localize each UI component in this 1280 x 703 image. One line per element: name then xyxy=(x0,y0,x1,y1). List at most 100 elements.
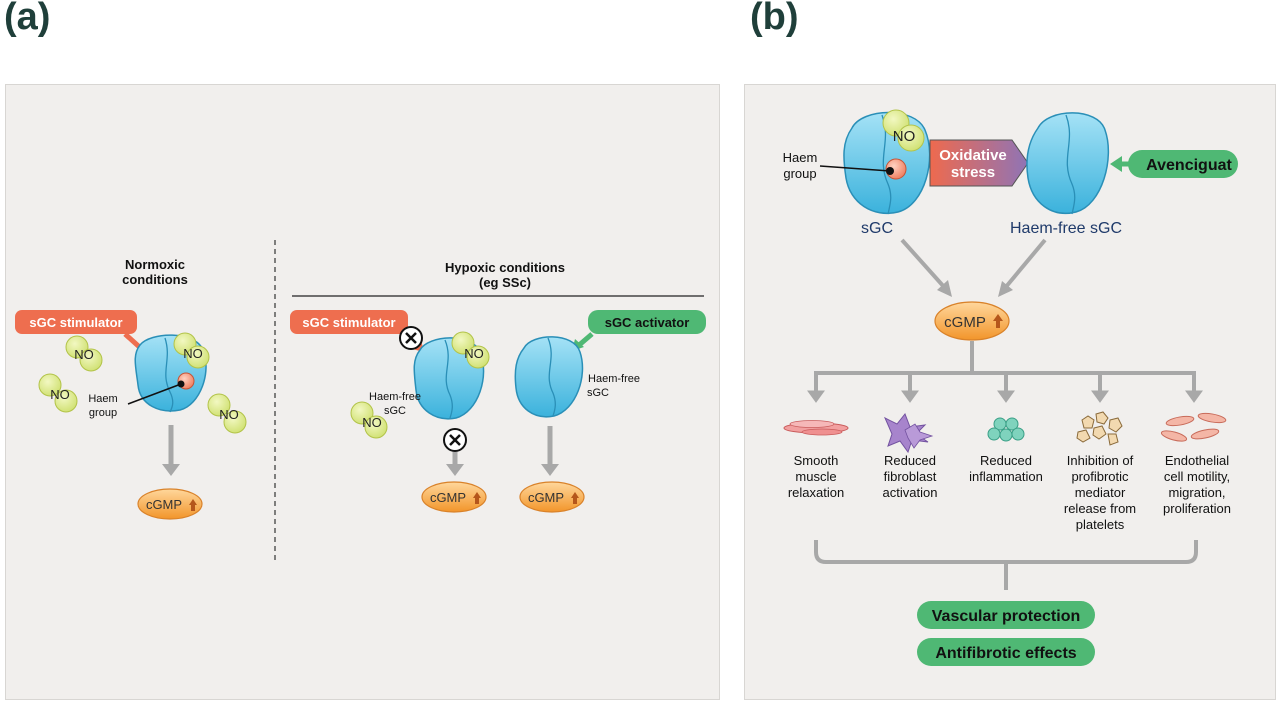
svg-text:NO: NO xyxy=(183,346,203,361)
svg-text:cell motility,: cell motility, xyxy=(1164,469,1230,484)
svg-text:cGMP: cGMP xyxy=(146,497,182,512)
antifibrotic-badge xyxy=(917,638,1095,666)
effect-label-2: Reduced fibroblast activation xyxy=(883,453,938,500)
no-molecule-icon-bound: NO xyxy=(173,332,210,369)
haem-group-icon xyxy=(177,372,195,390)
svg-text:(eg SSc): (eg SSc) xyxy=(479,275,531,290)
haem-pointer-line xyxy=(127,383,182,405)
effect-label-1: Smooth muscle relaxation xyxy=(788,453,844,500)
arrow-sgc-to-cgmp xyxy=(900,238,947,290)
svg-text:Reduced: Reduced xyxy=(884,453,936,468)
no-molecule-icon: NO xyxy=(65,335,103,372)
sgc-activator-badge xyxy=(588,310,706,334)
blocked-icon xyxy=(443,428,467,452)
normoxic-title: Normoxic conditions xyxy=(122,257,188,287)
sgc-stimulator-label: sGC stimulator xyxy=(29,315,122,330)
svg-text:release from: release from xyxy=(1064,501,1136,516)
haem-free-label-2: Haem-free xyxy=(588,373,640,385)
no-molecule-icon: NO xyxy=(207,393,247,434)
svg-text:NO: NO xyxy=(362,415,382,430)
sgc-protein-activated xyxy=(514,336,584,418)
endothelial-cells-icon xyxy=(1160,412,1227,442)
vascular-protection-badge xyxy=(917,601,1095,629)
haem-label-b: Haem xyxy=(783,150,818,165)
svg-text:Reduced: Reduced xyxy=(980,453,1032,468)
svg-text:migration,: migration, xyxy=(1168,485,1225,500)
fibroblast-icon xyxy=(883,413,934,454)
svg-text:mediator: mediator xyxy=(1075,485,1126,500)
panel-a-label: (a) xyxy=(4,0,51,38)
svg-text:cGMP: cGMP xyxy=(430,490,466,505)
svg-text:activation: activation xyxy=(883,485,938,500)
svg-text:NO: NO xyxy=(219,407,239,422)
svg-text:Hypoxic conditions: Hypoxic conditions xyxy=(445,260,565,275)
svg-text:sGC: sGC xyxy=(384,405,406,417)
branch-arrows xyxy=(807,373,1203,403)
haem-pointer-line xyxy=(819,165,891,172)
svg-text:muscle: muscle xyxy=(795,469,836,484)
sgc-label: sGC xyxy=(861,220,893,237)
oxidative-stress-arrow: Oxidative stress xyxy=(929,139,1029,187)
bracket xyxy=(814,540,1198,564)
smooth-muscle-icon xyxy=(783,420,849,436)
arrow-haemfree-to-cgmp xyxy=(1003,238,1047,290)
sgc-stimulator-badge xyxy=(15,310,137,334)
svg-text:cGMP: cGMP xyxy=(528,490,564,505)
haem-group-icon xyxy=(885,158,907,180)
svg-text:fibroblast: fibroblast xyxy=(884,469,937,484)
svg-text:platelets: platelets xyxy=(1076,517,1125,532)
svg-text:sGC: sGC xyxy=(587,387,609,399)
svg-text:group: group xyxy=(89,407,117,419)
svg-text:cGMP: cGMP xyxy=(944,314,986,331)
svg-text:NO: NO xyxy=(50,387,70,402)
svg-text:Oxidative: Oxidative xyxy=(939,147,1007,164)
up-arrow-icon xyxy=(571,492,579,504)
svg-text:relaxation: relaxation xyxy=(788,485,844,500)
panel-a xyxy=(5,84,720,700)
haem-label-a: Haem xyxy=(88,393,117,405)
up-arrow-icon xyxy=(189,499,197,511)
no-molecule-icon-bound: NO xyxy=(882,109,925,152)
blocked-icon xyxy=(399,326,423,350)
svg-text:inflammation: inflammation xyxy=(969,469,1043,484)
cgmp-badge: cGMP xyxy=(421,481,487,513)
avenciguat-badge xyxy=(1128,150,1238,178)
vascular-protection-label: Vascular protection xyxy=(932,608,1081,625)
up-arrow-icon xyxy=(993,314,1003,328)
cgmp-badge: cGMP xyxy=(137,488,203,520)
cgmp-badge-b: cGMP xyxy=(934,301,1010,341)
svg-text:NO: NO xyxy=(74,347,94,362)
no-molecule-icon: NO xyxy=(350,401,388,439)
avenciguat-label: Avenciguat xyxy=(1146,157,1232,174)
no-molecule-icon: NO xyxy=(38,373,78,413)
svg-text:conditions: conditions xyxy=(122,272,188,287)
inflammation-cells-icon xyxy=(987,417,1025,442)
platelets-icon xyxy=(1076,411,1123,446)
svg-text:profibrotic: profibrotic xyxy=(1071,469,1129,484)
sgc-stimulator-label-hypoxic: sGC stimulator xyxy=(302,315,395,330)
up-arrow-icon xyxy=(473,492,481,504)
no-molecule-icon-bound: NO xyxy=(451,331,490,369)
sgc-protein-haem-free-b xyxy=(1026,112,1110,215)
effect-label-5: Endothelial cell motility, migration, pr… xyxy=(1163,453,1231,516)
svg-text:group: group xyxy=(783,166,816,181)
svg-text:Normoxic: Normoxic xyxy=(125,257,185,272)
sgc-stimulator-badge-hypoxic xyxy=(290,310,408,334)
effect-label-3: Reduced inflammation xyxy=(969,453,1043,484)
svg-text:NO: NO xyxy=(464,346,484,361)
haem-free-label-1: Haem-free xyxy=(369,391,421,403)
hypoxic-title: Hypoxic conditions (eg SSc) xyxy=(445,260,565,290)
svg-text:NO: NO xyxy=(893,128,916,145)
cgmp-badge: cGMP xyxy=(519,481,585,513)
svg-text:Inhibition of: Inhibition of xyxy=(1067,453,1134,468)
svg-text:Smooth: Smooth xyxy=(794,453,839,468)
panel-b-label: (b) xyxy=(750,0,799,38)
svg-text:stress: stress xyxy=(951,164,995,181)
svg-text:proliferation: proliferation xyxy=(1163,501,1231,516)
sgc-activator-label: sGC activator xyxy=(605,315,690,330)
avenciguat-arrow xyxy=(1110,156,1122,172)
haem-free-sgc-label: Haem-free sGC xyxy=(1010,220,1122,237)
antifibrotic-label: Antifibrotic effects xyxy=(935,645,1076,662)
svg-text:Endothelial: Endothelial xyxy=(1165,453,1229,468)
